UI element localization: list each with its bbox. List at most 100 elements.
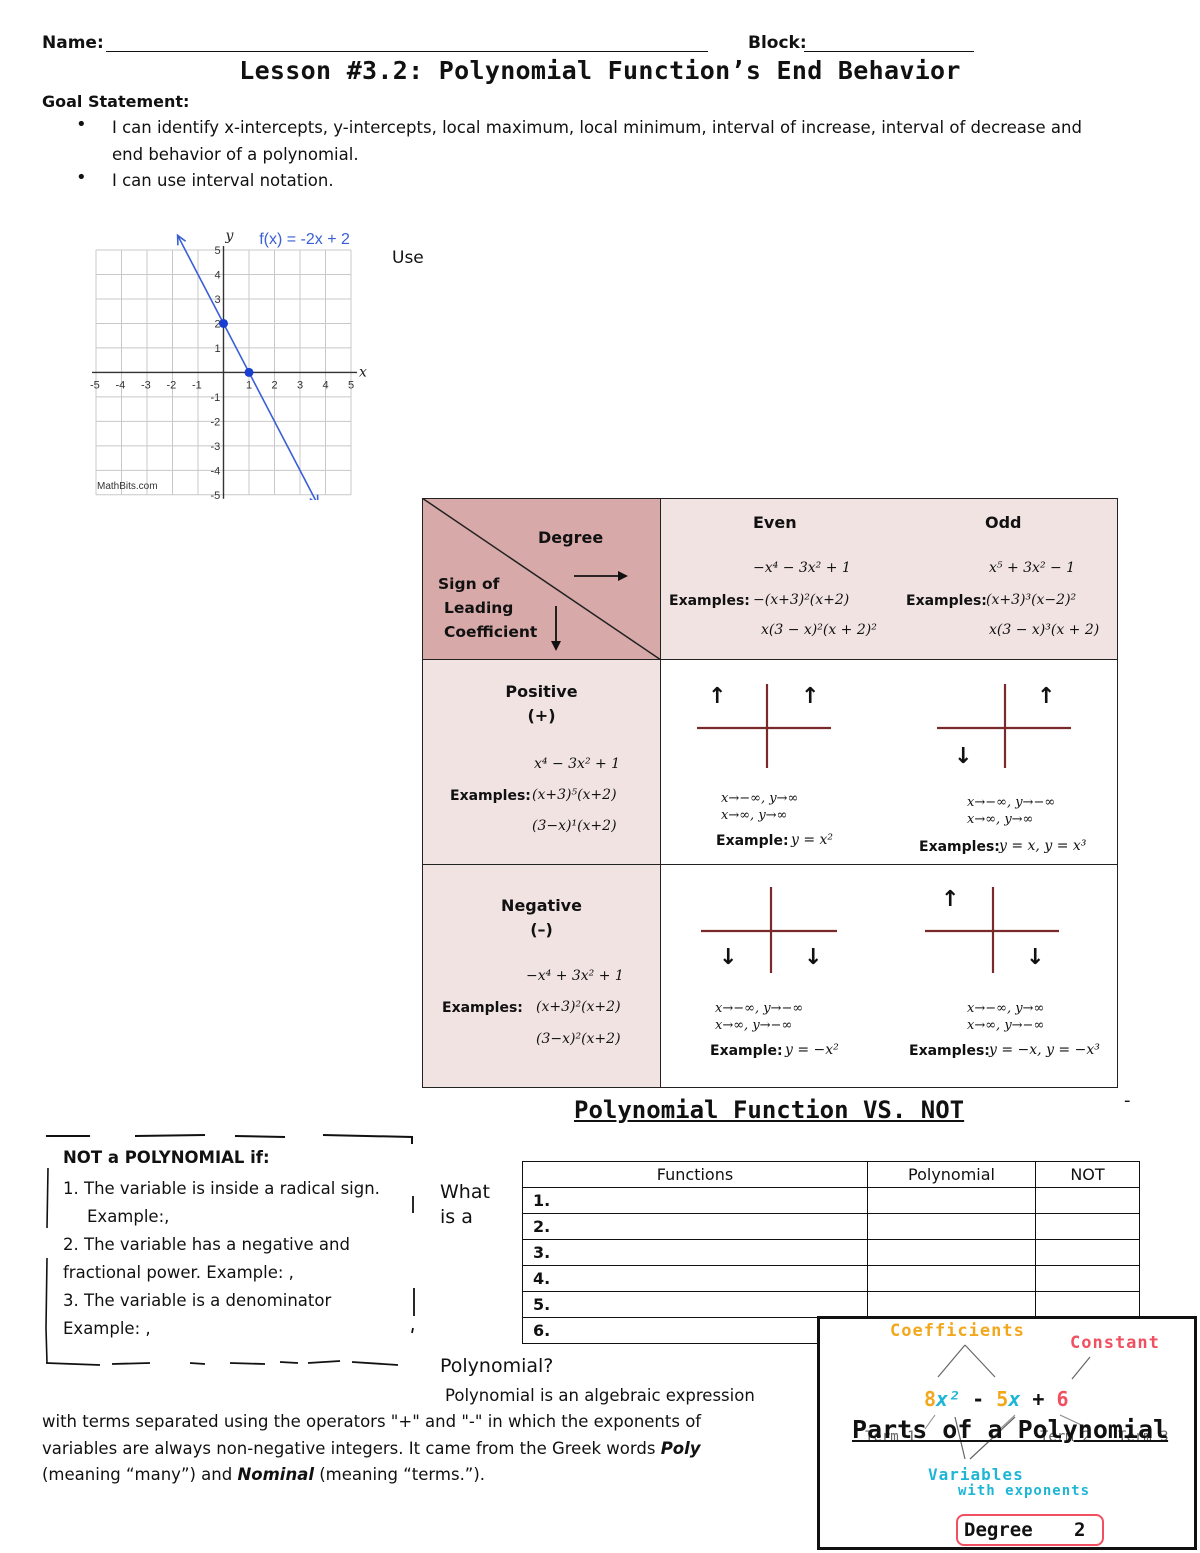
positive-example-3: (3−x)¹(x+2) <box>532 818 617 834</box>
degree-badge-label: Degree <box>964 1519 1033 1541</box>
not-cell[interactable] <box>1035 1213 1140 1240</box>
negative-examples-label: Examples: <box>442 1000 523 1016</box>
negative-even-cell: ↓ ↓ x→−∞, y→−∞ x→∞, y→−∞ Example: y = −x… <box>661 865 889 1088</box>
y-tick-label: 3 <box>215 294 221 306</box>
function-cell-2[interactable]: 2. <box>522 1213 868 1240</box>
var-x: x <box>1008 1387 1021 1411</box>
definition-line-3: variables are always non-negative intege… <box>42 1435 701 1462</box>
vs-heading: Polynomial Function VS. NOT <box>574 1096 965 1124</box>
sign-label: Sign of Leading Coefficient <box>438 572 537 644</box>
x-tick-label: 4 <box>323 379 329 391</box>
not-poly-line-4: fractional power. Example: , <box>63 1263 294 1282</box>
positive-sign: (+) <box>527 706 556 725</box>
positive-heading: Positive <box>505 682 578 701</box>
odd-example-3: x(3 − x)³(x + 2) <box>989 622 1100 638</box>
polynomial-cell[interactable] <box>867 1187 1036 1214</box>
odd-example-1: x⁵ + 3x² − 1 <box>989 560 1076 576</box>
positive-examples-label: Examples: <box>450 788 531 804</box>
not-cell[interactable] <box>1035 1239 1140 1266</box>
degree-header: Even −x⁴ − 3x² + 1 Examples: −(x+3)²(x+2… <box>661 498 1118 660</box>
not-cell[interactable] <box>1035 1265 1140 1292</box>
negative-example-1: −x⁴ + 3x² + 1 <box>526 968 624 984</box>
definition-line-4-end: (meaning “terms.”). <box>314 1465 486 1484</box>
term-1: Term 1 <box>865 1429 916 1445</box>
parts-title: Parts of a Polynomial <box>852 1415 1169 1444</box>
table-header-row: Functions Polynomial NOT <box>522 1161 1140 1188</box>
y-tick-label: -5 <box>211 490 221 500</box>
up-arrow-icon: ↑ <box>1037 684 1056 709</box>
x-tick-label: -4 <box>116 379 126 391</box>
definition-line-3-text: variables are always non-negative intege… <box>42 1439 661 1458</box>
x-tick-label: -2 <box>167 379 177 391</box>
line-arrow-icon <box>176 233 187 246</box>
odd-example-2: (x+3)³(x−2)² <box>986 592 1077 608</box>
function-cell-6[interactable]: 6. <box>522 1317 868 1344</box>
with-exponents-label: with exponents <box>958 1483 1091 1499</box>
function-cell-1[interactable]: 1. <box>522 1187 868 1214</box>
what-line-1: What <box>440 1181 490 1203</box>
x-tick-label: 1 <box>246 379 252 391</box>
degree-badge: Degree 2 <box>956 1514 1104 1546</box>
x-tick-label: 2 <box>272 379 278 391</box>
const-6: 6 <box>1056 1387 1069 1411</box>
definition-line-4: (meaning “many”) and Nominal (meaning “t… <box>42 1461 485 1488</box>
positive-even-example-label: Example: <box>716 833 789 849</box>
corner-cell: Degree Sign of Leading Coefficient <box>422 498 661 660</box>
not-poly-line-6: Example: , <box>63 1319 151 1338</box>
positive-even-sketch <box>697 684 831 768</box>
name-field[interactable] <box>106 33 708 52</box>
up-arrow-icon: ↑ <box>708 684 727 709</box>
graph-credit: MathBits.com <box>97 481 158 492</box>
negative-odd-behavior-1: x→−∞, y→∞ <box>967 1001 1045 1016</box>
odd-examples-label: Examples: <box>906 593 987 609</box>
x-tick-label: 3 <box>297 379 303 391</box>
not-cell[interactable] <box>1035 1291 1140 1318</box>
intercept-point <box>219 318 228 328</box>
down-arrow-icon: ↓ <box>719 945 738 970</box>
positive-odd-example-label: Examples: <box>919 839 1000 855</box>
coef-8: 8 <box>924 1387 937 1411</box>
positive-odd-cell: ↓ ↑ x→−∞, y→−∞ x→∞, y→∞ Examples: y = x,… <box>889 660 1118 865</box>
function-cell-5[interactable]: 5. <box>522 1291 868 1318</box>
polynomial-cell[interactable] <box>867 1213 1036 1240</box>
block-field[interactable] <box>804 33 974 52</box>
block-label: Block: <box>748 33 807 53</box>
end-behavior-table: Degree Sign of Leading Coefficient Even … <box>422 498 1118 1088</box>
negative-even-behavior-2: x→∞, y→−∞ <box>715 1018 793 1033</box>
y-tick-label: 4 <box>215 269 221 281</box>
even-heading: Even <box>753 513 797 532</box>
function-cell-4[interactable]: 4. <box>522 1265 868 1292</box>
degree-label: Degree <box>538 528 604 547</box>
goal-heading: Goal Statement: <box>42 92 190 111</box>
x-axis-label: x <box>359 364 367 380</box>
plus-op: + <box>1020 1387 1057 1411</box>
page-title: Lesson #3.2: Polynomial Function’s End B… <box>239 56 961 85</box>
coef-5: 5 <box>996 1387 1009 1411</box>
down-arrow-icon: ↓ <box>1026 945 1045 970</box>
diagonal-divider <box>422 498 661 660</box>
table-row: 1. <box>522 1187 1140 1214</box>
up-arrow-icon: ↑ <box>941 887 960 912</box>
use-text: Use <box>392 248 424 268</box>
term-3: Term 3 <box>1118 1429 1169 1445</box>
constant-label: Constant <box>1070 1333 1160 1353</box>
positive-even-behavior-2: x→∞, y→∞ <box>721 808 788 823</box>
function-label: f(x) = -2x + 2 <box>259 231 350 248</box>
term-2: Term 2 <box>1040 1429 1091 1445</box>
parts-connector-lines <box>924 1344 1091 1460</box>
positive-odd-sketch <box>937 684 1071 768</box>
function-cell-3[interactable]: 3. <box>522 1239 868 1266</box>
var-x2: x² <box>936 1387 961 1411</box>
not-cell[interactable] <box>1035 1187 1140 1214</box>
table-row: 2. <box>522 1213 1140 1240</box>
polynomial-cell[interactable] <box>867 1239 1036 1266</box>
coefficients-label: Coefficients <box>890 1321 1025 1341</box>
definition-line-4-text: (meaning “many”) and <box>42 1465 238 1484</box>
col-polynomial: Polynomial <box>867 1161 1036 1188</box>
polynomial-cell[interactable] <box>867 1265 1036 1292</box>
odd-heading: Odd <box>985 513 1022 532</box>
polynomial-cell[interactable] <box>867 1291 1036 1318</box>
negative-even-example: y = −x² <box>785 1042 839 1058</box>
down-arrow-icon: ↓ <box>954 744 973 769</box>
x-tick-label: -3 <box>141 379 151 391</box>
